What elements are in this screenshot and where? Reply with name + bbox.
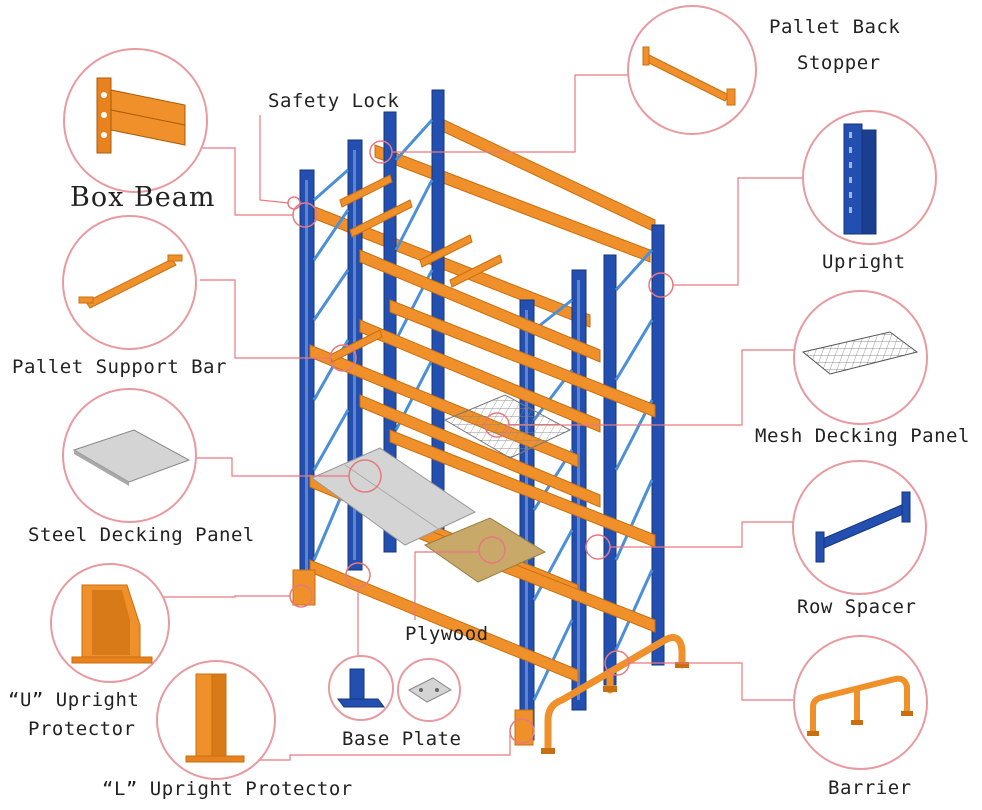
- pallet-back-stopper-label-2: Stopper: [797, 52, 881, 74]
- steel-decking-panel-label: Steel Decking Panel: [28, 524, 255, 546]
- steel-panel-icon: [72, 429, 191, 486]
- pallet-support-bar-callout: [62, 215, 197, 350]
- row-spacer-label: Row Spacer: [797, 596, 917, 618]
- upright-callout: [802, 110, 937, 245]
- base-plate-blue-callout: [328, 655, 394, 721]
- upright-label: Upright: [822, 251, 906, 273]
- pallet-back-stopper-icon: [642, 46, 736, 106]
- u-protector-icon: [71, 584, 153, 664]
- safety-lock-label: Safety Lock: [268, 90, 400, 112]
- mesh-decking-panel-callout: [793, 290, 928, 425]
- barrier-icon: [807, 675, 913, 736]
- mesh-decking-panel-label: Mesh Decking Panel: [755, 425, 970, 447]
- callout-markers: [287, 140, 674, 744]
- pallet-back-stopper-callout: [627, 5, 757, 135]
- mesh-panel-icon: [801, 331, 919, 375]
- u-upright-protector-callout: [50, 563, 170, 683]
- box-beam-callout: [63, 48, 208, 193]
- support-bars: [329, 174, 503, 363]
- u-upright-protector-label-1: “U” Upright: [8, 689, 140, 711]
- mesh-decking-shape: [443, 394, 572, 459]
- pallet-support-bar-label: Pallet Support Bar: [12, 356, 227, 378]
- row-spacer-callout: [792, 460, 927, 595]
- pallet-back-stopper-label-1: Pallet Back: [769, 16, 901, 38]
- l-upright-protector-callout: [156, 660, 276, 780]
- plywood-shape: [423, 517, 547, 583]
- l-upright-protector-label: “L” Upright Protector: [102, 778, 353, 800]
- u-upright-protector-label-2: Protector: [28, 718, 136, 740]
- base-plate-blue-icon: [337, 668, 385, 708]
- steel-decking-panel-callout: [62, 388, 197, 523]
- steel-decking-shape: [310, 447, 477, 546]
- upright-icon: [843, 123, 877, 235]
- base-plate-label: Base Plate: [342, 728, 462, 750]
- box-beam-label: Box Beam: [70, 182, 216, 213]
- barrier-callout: [793, 635, 928, 770]
- row-spacer-icon: [815, 491, 911, 563]
- base-plate-gray-callout: [397, 658, 461, 722]
- plywood-label: Plywood: [405, 623, 489, 645]
- barrier-label: Barrier: [828, 777, 912, 799]
- box-beam-icon: [96, 77, 186, 154]
- l-protector-icon: [185, 673, 245, 763]
- pallet-support-bar-icon: [78, 254, 183, 309]
- base-plate-gray-icon: [408, 677, 452, 703]
